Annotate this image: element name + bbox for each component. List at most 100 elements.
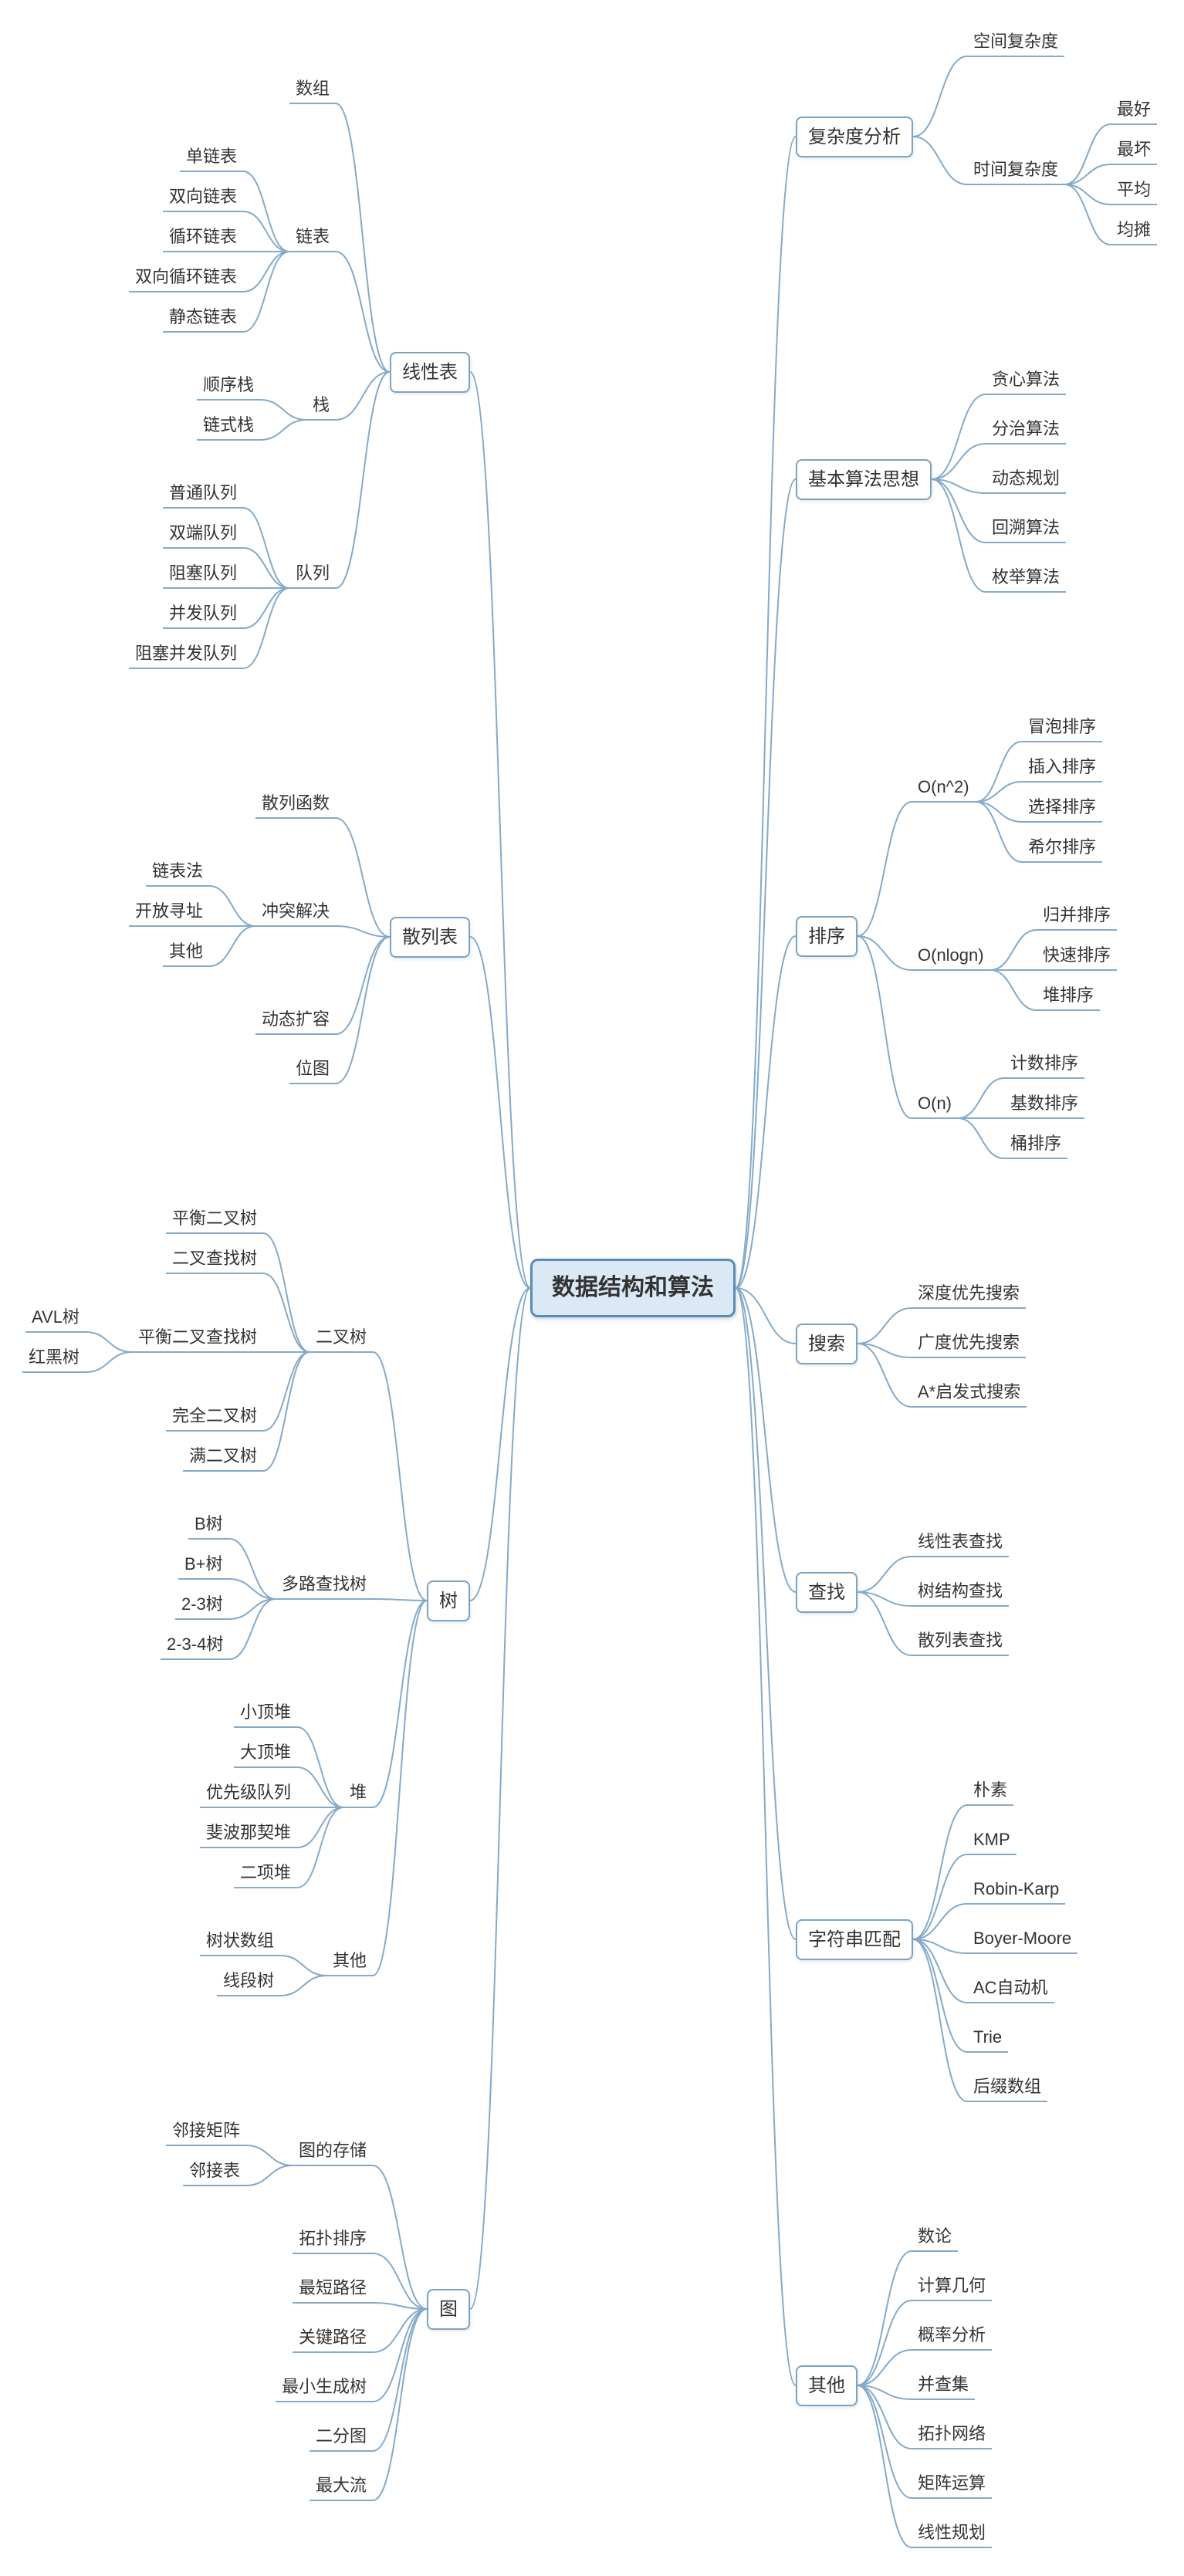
sub-topic[interactable]: 邻接表 bbox=[183, 2157, 247, 2186]
sub-topic[interactable]: 平衡二叉树 bbox=[166, 1205, 264, 1234]
sub-topic[interactable]: 最大流 bbox=[310, 2472, 374, 2501]
sub-topic[interactable]: 归并排序 bbox=[1037, 901, 1118, 931]
sub-topic[interactable]: 完全二叉树 bbox=[166, 1402, 264, 1432]
sub-topic[interactable]: 散列函数 bbox=[255, 789, 337, 819]
sub-topic[interactable]: 单链表 bbox=[180, 143, 244, 172]
sub-topic[interactable]: KMP bbox=[967, 1826, 1017, 1855]
sub-topic[interactable]: 分治算法 bbox=[986, 415, 1067, 445]
sub-topic[interactable]: 小顶堆 bbox=[234, 1699, 298, 1728]
sub-topic[interactable]: 回溯算法 bbox=[986, 514, 1067, 543]
sub-topic[interactable]: 线段树 bbox=[217, 1967, 281, 1996]
main-topic[interactable]: 其他 bbox=[796, 2365, 858, 2406]
sub-topic[interactable]: 栈 bbox=[306, 391, 337, 421]
sub-topic[interactable]: 队列 bbox=[289, 559, 337, 589]
sub-topic[interactable]: 树状数组 bbox=[200, 1927, 281, 1956]
sub-topic[interactable]: 矩阵运算 bbox=[912, 2470, 993, 2499]
sub-topic[interactable]: 二叉树 bbox=[310, 1323, 374, 1353]
sub-topic[interactable]: 平均 bbox=[1111, 176, 1158, 205]
sub-topic[interactable]: 2-3树 bbox=[175, 1591, 229, 1620]
sub-topic[interactable]: 散列表查找 bbox=[912, 1627, 1010, 1656]
main-topic[interactable]: 复杂度分析 bbox=[796, 117, 913, 157]
main-topic[interactable]: 散列表 bbox=[390, 917, 470, 958]
sub-topic[interactable]: 最短路径 bbox=[293, 2274, 374, 2304]
sub-topic[interactable]: 线性规划 bbox=[912, 2519, 993, 2548]
sub-topic[interactable]: 计算几何 bbox=[912, 2272, 993, 2301]
main-topic[interactable]: 字符串匹配 bbox=[796, 1919, 913, 1960]
sub-topic[interactable]: 阻塞并发队列 bbox=[129, 640, 244, 669]
sub-topic[interactable]: 双向循环链表 bbox=[129, 263, 244, 292]
sub-topic[interactable]: 其他 bbox=[326, 1947, 374, 1976]
sub-topic[interactable]: 阻塞队列 bbox=[163, 559, 244, 589]
sub-topic[interactable]: 插入排序 bbox=[1022, 753, 1103, 783]
sub-topic[interactable]: 双向链表 bbox=[163, 183, 244, 212]
sub-topic[interactable]: O(n) bbox=[912, 1090, 958, 1119]
main-topic[interactable]: 排序 bbox=[796, 916, 858, 957]
sub-topic[interactable]: 最好 bbox=[1111, 96, 1158, 125]
sub-topic[interactable]: 线性表查找 bbox=[912, 1528, 1010, 1557]
sub-topic[interactable]: 基数排序 bbox=[1004, 1090, 1085, 1119]
main-topic[interactable]: 基本算法思想 bbox=[796, 459, 932, 500]
sub-topic[interactable]: 链表法 bbox=[146, 857, 210, 887]
sub-topic[interactable]: O(n^2) bbox=[912, 773, 976, 803]
sub-topic[interactable]: 最坏 bbox=[1111, 136, 1158, 165]
sub-topic[interactable]: 2-3-4树 bbox=[161, 1631, 230, 1660]
sub-topic[interactable]: B+树 bbox=[178, 1550, 229, 1580]
sub-topic[interactable]: 数组 bbox=[289, 75, 337, 104]
sub-topic[interactable]: 邻接矩阵 bbox=[166, 2117, 247, 2146]
sub-topic[interactable]: 快速排序 bbox=[1037, 941, 1118, 971]
sub-topic[interactable]: 二分图 bbox=[310, 2422, 374, 2452]
sub-topic[interactable]: AC自动机 bbox=[967, 1974, 1054, 2003]
sub-topic[interactable]: AVL树 bbox=[25, 1303, 86, 1333]
sub-topic[interactable]: 空间复杂度 bbox=[967, 28, 1065, 57]
sub-topic[interactable]: 链表 bbox=[289, 223, 337, 252]
sub-topic[interactable]: 堆 bbox=[343, 1779, 374, 1808]
sub-topic[interactable]: 图的存储 bbox=[293, 2137, 374, 2166]
sub-topic[interactable]: Trie bbox=[967, 2023, 1009, 2053]
sub-topic[interactable]: 关键路径 bbox=[293, 2324, 374, 2353]
sub-topic[interactable]: 并查集 bbox=[912, 2371, 976, 2400]
sub-topic[interactable]: 红黑树 bbox=[22, 1344, 86, 1373]
sub-topic[interactable]: 多路查找树 bbox=[276, 1570, 374, 1600]
main-topic[interactable]: 树 bbox=[427, 1580, 470, 1621]
sub-topic[interactable]: 并发队列 bbox=[163, 600, 244, 629]
sub-topic[interactable]: 拓扑排序 bbox=[293, 2225, 374, 2254]
sub-topic[interactable]: 静态链表 bbox=[163, 303, 244, 333]
sub-topic[interactable]: 概率分析 bbox=[912, 2321, 993, 2351]
sub-topic[interactable]: 位图 bbox=[289, 1055, 337, 1084]
sub-topic[interactable]: 广度优先搜索 bbox=[912, 1329, 1027, 1358]
sub-topic[interactable]: 后缀数组 bbox=[967, 2073, 1048, 2102]
sub-topic[interactable]: 时间复杂度 bbox=[967, 156, 1065, 185]
sub-topic[interactable]: 均摊 bbox=[1111, 216, 1158, 245]
sub-topic[interactable]: 深度优先搜索 bbox=[912, 1280, 1027, 1309]
sub-topic[interactable]: 满二叉树 bbox=[183, 1442, 264, 1472]
central-topic[interactable]: 数据结构和算法 bbox=[530, 1259, 736, 1317]
sub-topic[interactable]: O(nlogn) bbox=[912, 941, 990, 971]
sub-topic[interactable]: 最小生成树 bbox=[276, 2373, 374, 2402]
sub-topic[interactable]: 冲突解决 bbox=[255, 898, 337, 927]
sub-topic[interactable]: 斐波那契堆 bbox=[200, 1819, 298, 1848]
sub-topic[interactable]: 顺序栈 bbox=[197, 371, 261, 401]
sub-topic[interactable]: 拓扑网络 bbox=[912, 2420, 993, 2449]
main-topic[interactable]: 线性表 bbox=[390, 352, 470, 393]
sub-topic[interactable]: 桶排序 bbox=[1004, 1130, 1068, 1159]
sub-topic[interactable]: 动态规划 bbox=[986, 465, 1067, 494]
sub-topic[interactable]: Robin-Karp bbox=[967, 1875, 1066, 1905]
sub-topic[interactable]: 计数排序 bbox=[1004, 1050, 1085, 1079]
sub-topic[interactable]: A*启发式搜索 bbox=[912, 1378, 1027, 1408]
sub-topic[interactable]: 开放寻址 bbox=[129, 898, 210, 927]
sub-topic[interactable]: Boyer-Moore bbox=[967, 1925, 1078, 1954]
sub-topic[interactable]: 双端队列 bbox=[163, 519, 244, 549]
sub-topic[interactable]: 平衡二叉查找树 bbox=[132, 1323, 264, 1353]
sub-topic[interactable]: 二项堆 bbox=[234, 1859, 298, 1888]
sub-topic[interactable]: B树 bbox=[188, 1510, 229, 1540]
sub-topic[interactable]: 普通队列 bbox=[163, 479, 244, 509]
sub-topic[interactable]: 二叉查找树 bbox=[166, 1245, 264, 1274]
sub-topic[interactable]: 大顶堆 bbox=[234, 1739, 298, 1768]
sub-topic[interactable]: 循环链表 bbox=[163, 223, 244, 252]
main-topic[interactable]: 搜索 bbox=[796, 1323, 858, 1364]
main-topic[interactable]: 图 bbox=[427, 2289, 470, 2330]
sub-topic[interactable]: 冒泡排序 bbox=[1022, 713, 1103, 742]
sub-topic[interactable]: 选择排序 bbox=[1022, 793, 1103, 823]
sub-topic[interactable]: 动态扩容 bbox=[255, 1006, 337, 1035]
sub-topic[interactable]: 其他 bbox=[163, 938, 210, 967]
